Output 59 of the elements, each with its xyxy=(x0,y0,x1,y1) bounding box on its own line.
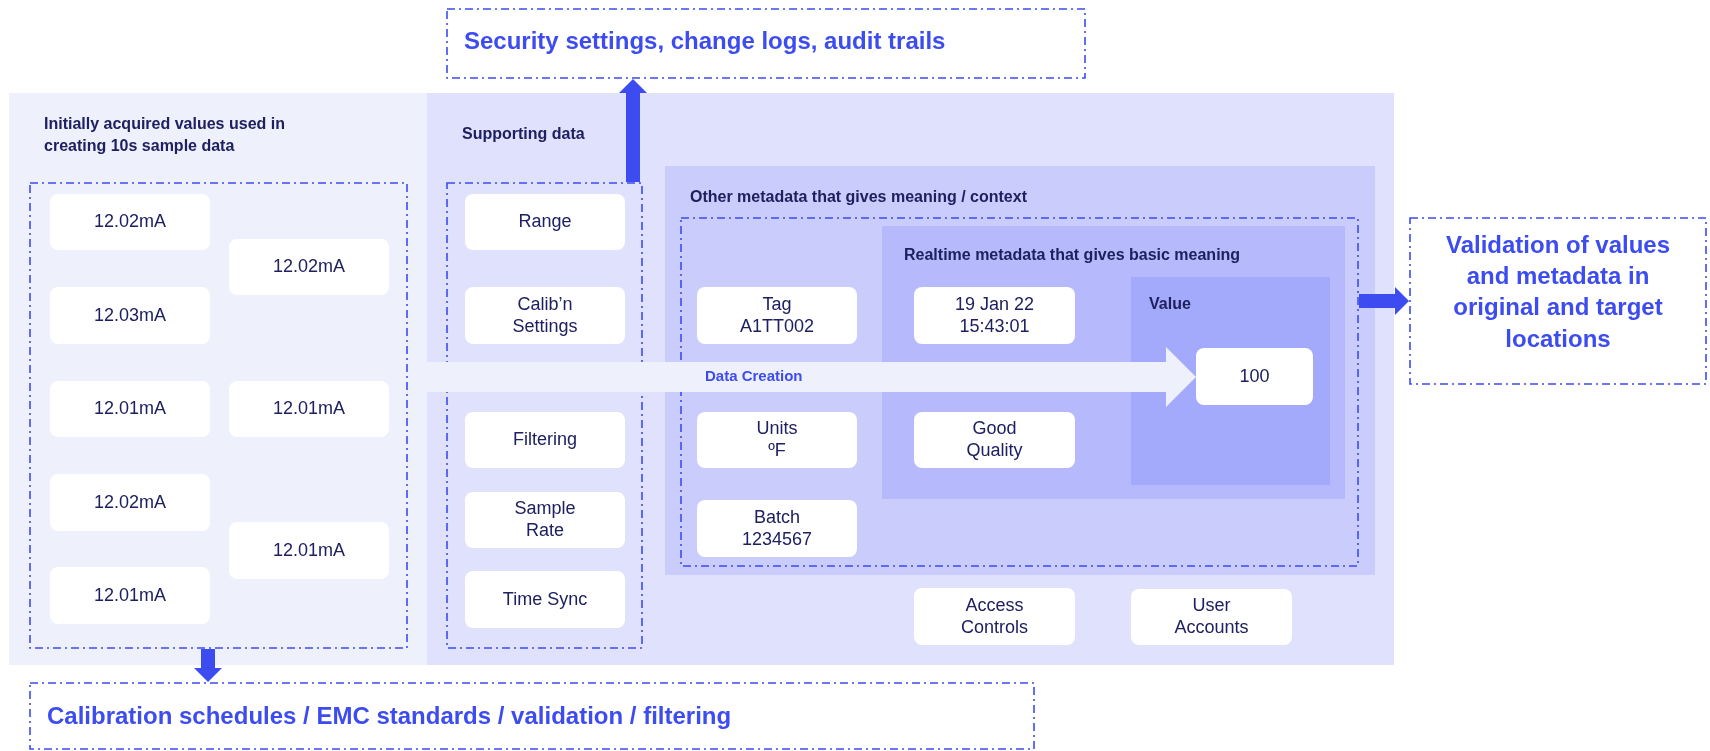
panel-background xyxy=(882,226,1345,499)
panel-heading: Supporting data xyxy=(462,124,585,144)
dashed-callout-box xyxy=(29,682,1035,750)
card-text: 12.03mA xyxy=(93,304,166,327)
panel-heading: Initially acquired values used in creating 10s sample data xyxy=(44,114,286,157)
value-card xyxy=(697,412,857,468)
panel-background xyxy=(665,166,1375,575)
card-text: Calib’n Settings xyxy=(511,293,579,338)
arrow xyxy=(619,79,647,182)
value-card xyxy=(1131,589,1292,645)
card-text: 12.01mA xyxy=(272,398,345,420)
dashed-group-box xyxy=(680,217,1359,567)
value-card xyxy=(914,287,1075,344)
dashed-group-box xyxy=(29,182,408,649)
card-text: 12.02mA xyxy=(93,491,166,514)
card-text: 12.02mA xyxy=(93,211,166,233)
card-text: 12.01mA xyxy=(93,584,166,607)
card-text: Range xyxy=(518,211,572,233)
dashed-callout-box xyxy=(1409,217,1707,385)
card-text: 100 xyxy=(1239,365,1270,388)
callout-text: Validation of values and metadata in original and target locations xyxy=(1444,230,1672,354)
dashed-callout-box xyxy=(446,8,1086,79)
arrow xyxy=(1359,287,1409,315)
panel-heading: Other metadata that gives meaning / context xyxy=(690,187,1027,207)
panel-heading: Value xyxy=(1149,294,1191,314)
value-card xyxy=(914,588,1075,645)
card-text: User Accounts xyxy=(1173,595,1250,639)
card-text: 12.01mA xyxy=(93,398,166,420)
card-text: 12.02mA xyxy=(272,256,345,278)
arrow xyxy=(194,649,222,682)
panel-background xyxy=(9,93,427,665)
value-card xyxy=(697,500,857,557)
card-text: ºF xyxy=(768,440,786,462)
card-text: A1TT002 xyxy=(739,315,814,338)
value-card xyxy=(465,194,625,250)
card-text: Tag xyxy=(762,293,792,316)
callout-text: Calibration schedules / EMC standards / validation / filtering xyxy=(47,701,733,731)
value-card xyxy=(465,571,625,628)
value-card xyxy=(1196,348,1313,405)
card-text: Time Sync xyxy=(502,588,588,611)
card-text: Sample Rate xyxy=(513,498,577,542)
value-card xyxy=(914,412,1075,468)
card-text: Access Controls xyxy=(960,594,1029,639)
card-text: 12.01mA xyxy=(272,539,345,562)
card-text: 19 Jan 22 15:43:01 xyxy=(953,293,1036,338)
dashed-group-box xyxy=(446,182,643,649)
panel-heading: Realtime metadata that gives basic meaning xyxy=(904,245,1241,265)
data-flow-arrow xyxy=(427,347,1196,407)
card-text: Units xyxy=(756,418,798,440)
card-text: Batch xyxy=(754,506,800,529)
value-card xyxy=(465,287,625,344)
card-text: Good Quality xyxy=(965,418,1024,462)
card-text: 1234567 xyxy=(741,528,813,551)
value-card xyxy=(697,287,857,344)
callout-text: Security settings, change logs, audit trails xyxy=(464,26,947,56)
card-text: Filtering xyxy=(513,429,577,451)
panel-background xyxy=(1131,277,1330,485)
value-card xyxy=(465,492,625,548)
value-card xyxy=(465,412,625,468)
